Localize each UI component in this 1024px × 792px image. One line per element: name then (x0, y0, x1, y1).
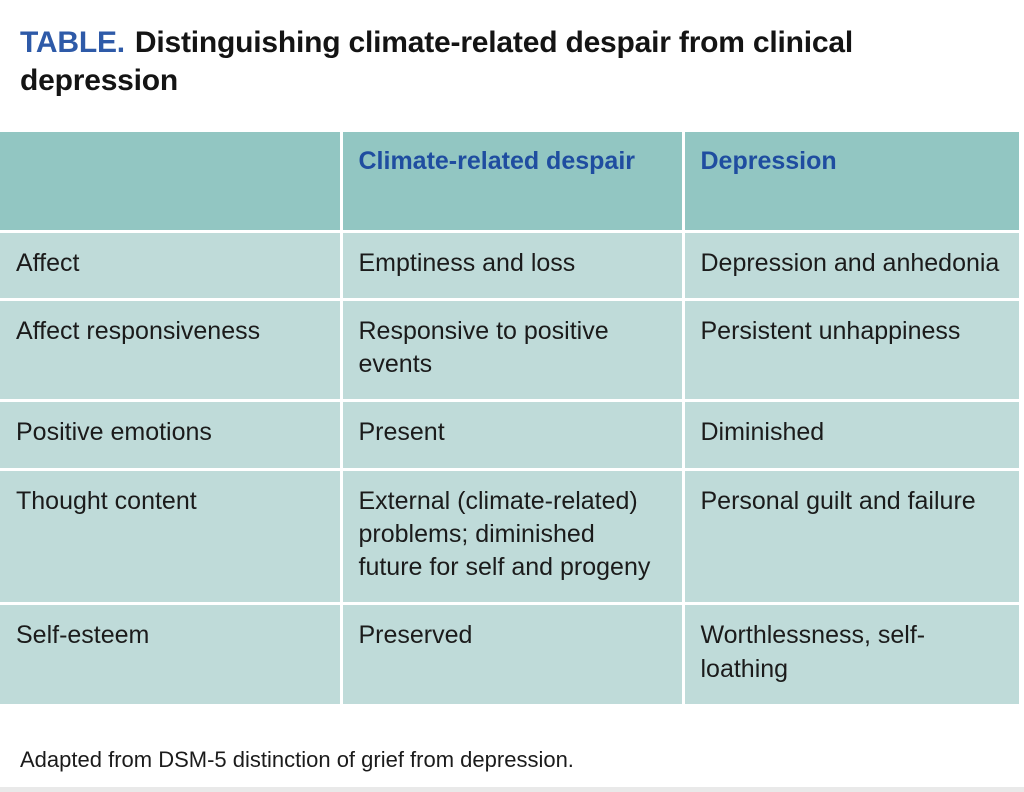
cell-climate-related-despair: Emptiness and loss (341, 231, 685, 301)
cell-climate-related-despair: External (climate-related) problems; dim… (341, 469, 685, 606)
column-header-depression: Depression (683, 132, 1019, 233)
table-row: Positive emotions Present Diminished (0, 400, 1019, 471)
column-header-climate-related-despair: Climate-related despair (341, 132, 685, 233)
table-row: Affect Emptiness and loss Depression and… (0, 231, 1019, 301)
table-body: Affect Emptiness and loss Depression and… (0, 231, 1019, 704)
cell-climate-related-despair: Preserved (341, 603, 685, 704)
cell-depression: Worthlessness, self-loathing (683, 603, 1019, 704)
page-title-text: Distinguishing climate-related despair f… (20, 26, 854, 98)
cell-depression: Depression and anhedonia (683, 231, 1019, 301)
table-footnote: Adapted from DSM-5 distinction of grief … (0, 728, 1024, 775)
table-label: TABLE. (20, 26, 125, 59)
cell-feature: Affect responsiveness (0, 299, 343, 403)
cell-climate-related-despair: Responsive to positive events (341, 299, 685, 403)
table-row: Self-esteem Preserved Worthlessness, sel… (0, 603, 1019, 704)
bottom-divider (0, 787, 1024, 792)
table-header-row: Climate-related despair Depression (0, 132, 1019, 233)
table-row: Thought content External (climate-relate… (0, 469, 1019, 606)
cell-depression: Personal guilt and failure (683, 469, 1019, 606)
cell-feature: Self-esteem (0, 603, 343, 704)
cell-depression: Persistent unhappiness (683, 299, 1019, 403)
figure-title-block: TABLE.Distinguishing climate-related des… (0, 0, 1024, 132)
cell-depression: Diminished (683, 400, 1019, 471)
cell-climate-related-despair: Present (341, 400, 685, 471)
comparison-table: Climate-related despair Depression Affec… (0, 132, 1019, 704)
cell-feature: Thought content (0, 469, 343, 606)
table-container: Climate-related despair Depression Affec… (0, 132, 1019, 704)
table-header: Climate-related despair Depression (0, 132, 1019, 233)
column-header-feature (0, 132, 343, 233)
page-title: TABLE.Distinguishing climate-related des… (20, 24, 1002, 100)
cell-feature: Positive emotions (0, 400, 343, 471)
table-row: Affect responsiveness Responsive to posi… (0, 299, 1019, 403)
cell-feature: Affect (0, 231, 343, 301)
